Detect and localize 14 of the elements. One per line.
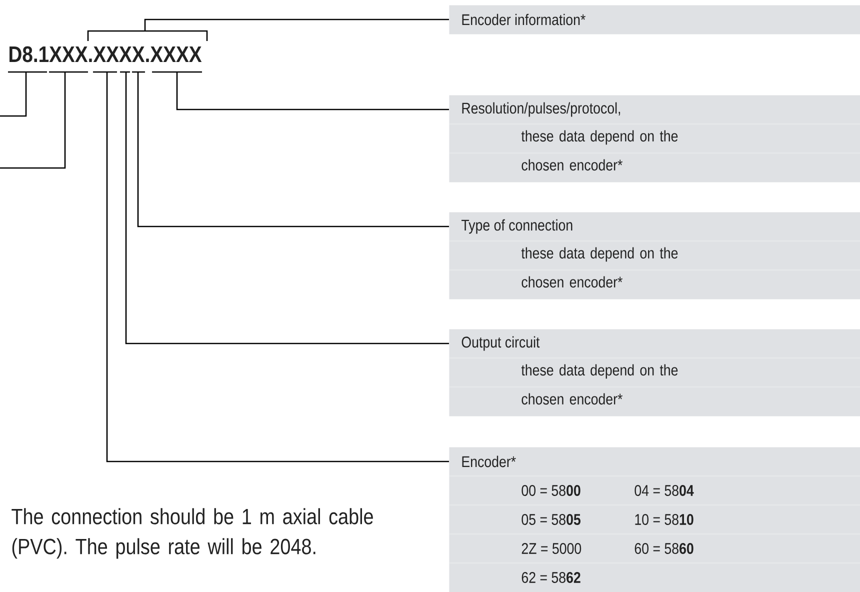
- info-box: Encoder information*: [449, 5, 860, 34]
- order-code: D8.1XXX.XXXX.XXXX: [10, 46, 202, 62]
- info-box: Output circuit these data depend on the chosen encoder*: [448, 329, 860, 416]
- leader-line: [0, 71, 89, 169]
- leader-line: [151, 71, 450, 110]
- leader-line: [0, 71, 48, 117]
- info-box: Type of connection these data depend on the chosen encoder*: [448, 212, 860, 300]
- leader-line: [87, 18, 450, 42]
- note-text: The connection should be 1 m axial cable (PVC). The pulse rate will be 2048.: [12, 508, 373, 559]
- leader-line: [131, 71, 450, 228]
- info-box: Resolution/pulses/protocol, these data depend on the chosen encoder*: [448, 95, 860, 182]
- info-box: Encoder* 00 = 5800 04 = 5804 05 = 5805 10 = 5810 2Z = 5000 60 = 5860 62 = 5862: [448, 447, 860, 592]
- leader-line: [92, 71, 450, 462]
- leader-line: [119, 71, 450, 344]
